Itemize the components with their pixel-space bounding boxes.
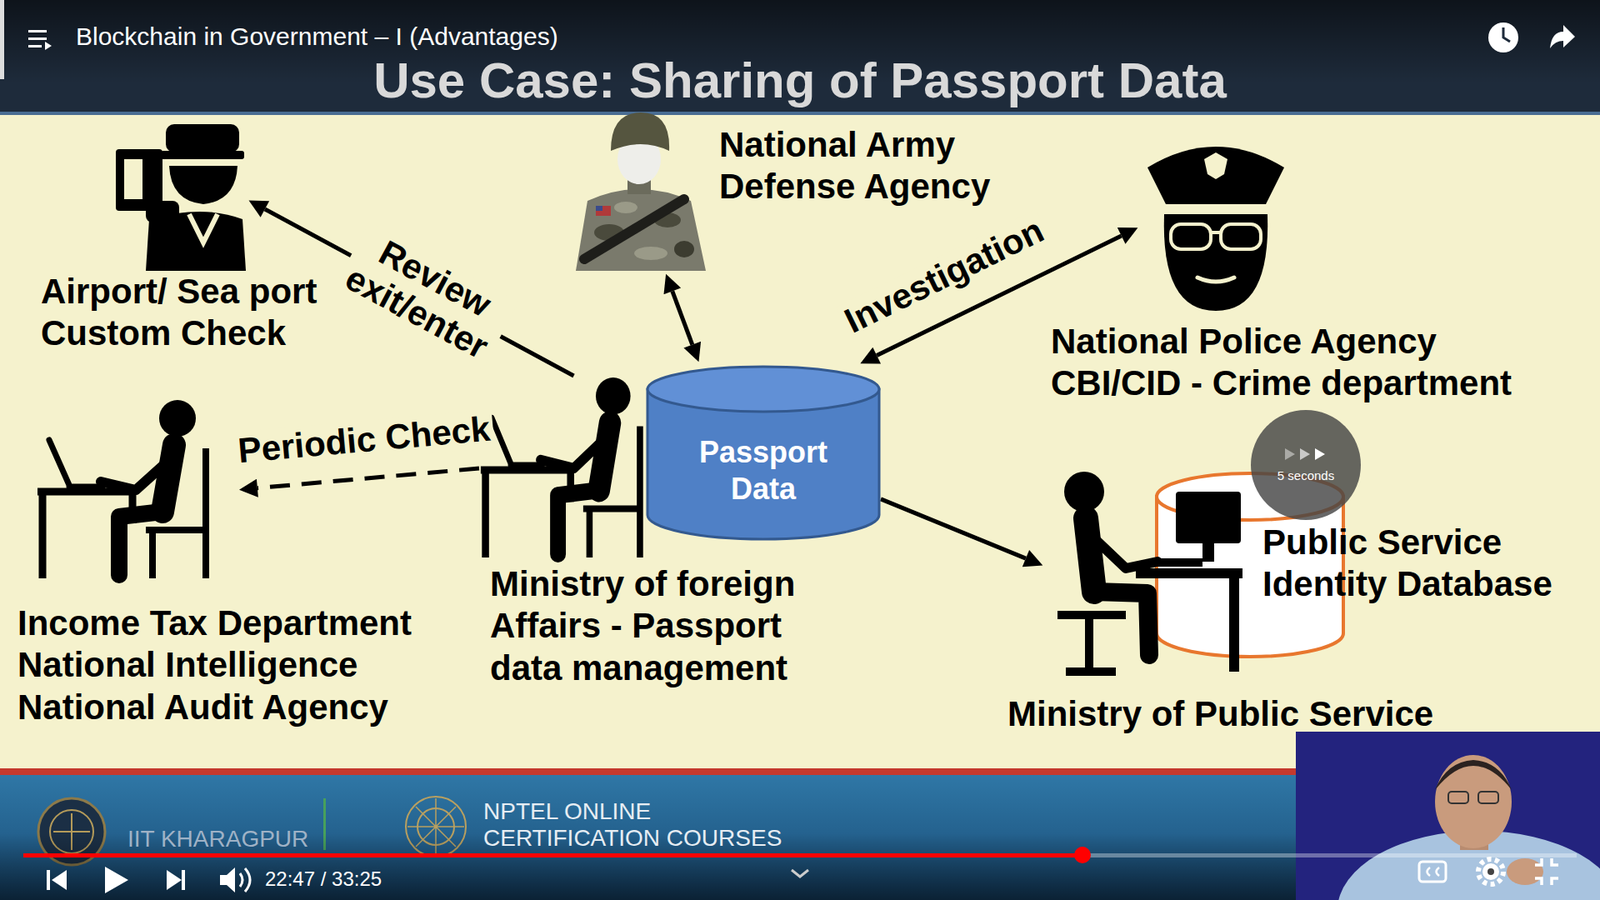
connector-arrow <box>257 468 480 489</box>
database-cylinder: Passport Data <box>645 365 881 540</box>
node-label: Ministry of Public Service <box>1007 693 1434 735</box>
node-label: Passport Data <box>680 434 847 506</box>
cylinder-top <box>647 366 880 412</box>
desk-worker-icon <box>479 375 669 561</box>
time-display: 22:47 / 33:25 <box>265 867 382 892</box>
title-rule <box>0 111 1600 115</box>
webcam-inset <box>1295 731 1600 900</box>
player-top-icons <box>28 22 1575 53</box>
edge-label: Investigation <box>835 210 1053 343</box>
node-label: Ministry of foreign Affairs - Passport d… <box>490 563 832 690</box>
player-controls <box>46 858 1559 894</box>
node-label: National Army Defense Agency <box>719 124 1053 209</box>
seek-overlay: 5 seconds <box>1250 410 1361 520</box>
police-figure: National Police Agency CBI/CID - Crime d… <box>1050 125 1551 405</box>
workstation-figure: Ministry of Public Service <box>1004 466 1434 735</box>
edge-label: Review exit/enter <box>333 221 520 370</box>
customs-officer-icon <box>112 120 246 271</box>
desk-worker-figure: Ministry of foreign Affairs - Passport d… <box>479 375 832 690</box>
node-label: Income Tax Department National Intellige… <box>17 602 451 729</box>
course-banner: NPTEL ONLINE CERTIFICATION COURSES <box>483 798 813 852</box>
edge-sliver <box>0 0 5 80</box>
customs-figure: Airport/ Sea port Custom Check <box>37 116 341 355</box>
node-label: National Police Agency CBI/CID - Crime d… <box>1050 320 1551 405</box>
node-label: Airport/ Sea port Custom Check <box>40 270 341 355</box>
node-label: Public Service Identity Database <box>1262 521 1573 606</box>
seek-arrows-icon <box>1283 446 1329 462</box>
police-officer-icon <box>1140 130 1291 311</box>
connector-arrow <box>672 290 693 345</box>
slide-ground <box>0 115 1600 770</box>
soldier-photo <box>559 107 720 271</box>
seek-hint: 5 seconds <box>1277 468 1335 484</box>
connector-arrow <box>880 499 1026 559</box>
video-title: Blockchain in Government – I (Advantages… <box>75 21 559 52</box>
desk-worker-icon <box>35 398 236 582</box>
institute-name: IIT KHARAGPUR <box>127 825 309 854</box>
slide-title: Use Case: Sharing of Passport Data <box>0 53 1600 109</box>
slide-title-bar <box>0 0 1600 115</box>
edge-label: Periodic Check <box>232 409 495 471</box>
workstation-icon <box>1045 466 1246 675</box>
